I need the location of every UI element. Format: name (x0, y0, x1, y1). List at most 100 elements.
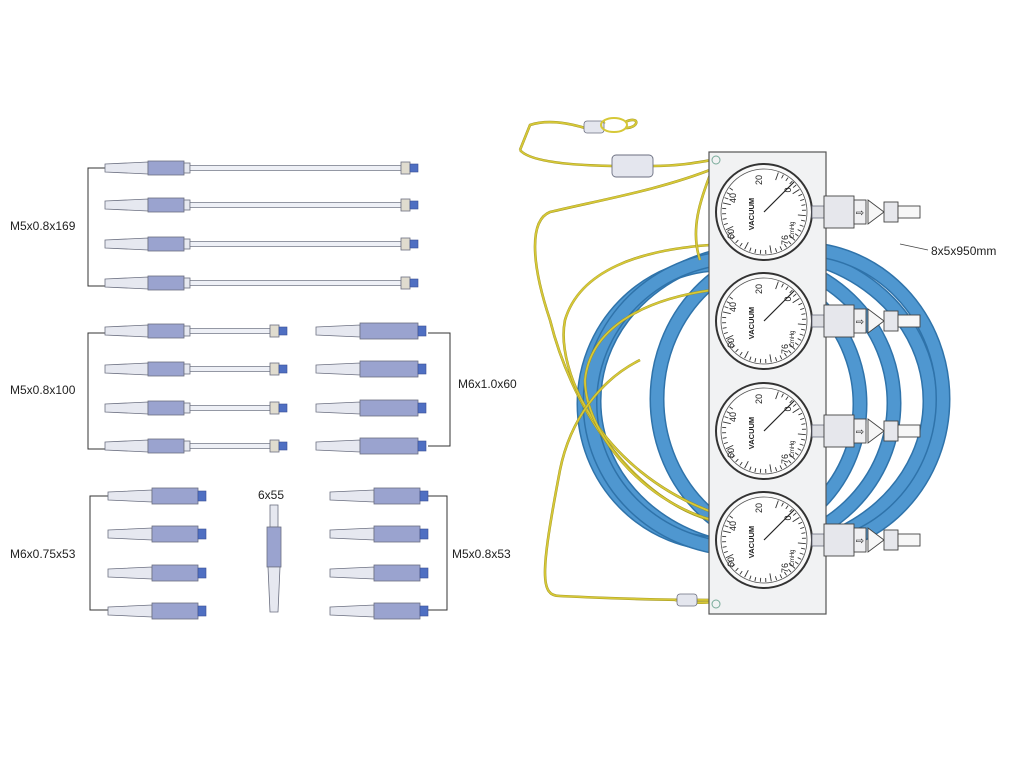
fitting-stem (812, 534, 824, 546)
short-adapter (330, 526, 428, 542)
adapter-tip (108, 490, 152, 502)
adapter-nut (401, 277, 410, 289)
adapter-thread (418, 403, 426, 413)
adapter-nut (270, 325, 279, 337)
short-adapter (316, 361, 426, 377)
adapter-tip (316, 363, 360, 375)
adapter-thread (420, 568, 428, 578)
bracket-line (90, 496, 108, 610)
cord-line-outline (545, 360, 715, 600)
adapter-ring (184, 364, 190, 374)
label-m6x10x60: M6x1.0x60 (458, 377, 517, 391)
short-adapter (108, 526, 206, 542)
adapter-thread (198, 491, 206, 501)
fitting-body (824, 305, 854, 337)
fitting-nozzle (898, 534, 920, 546)
fitting-stem (812, 425, 824, 437)
label-m5x08x53: M5x0.8x53 (452, 547, 511, 561)
adapter-collar (148, 198, 184, 212)
gauge-number: 76 (780, 235, 790, 245)
gauge-number: 20 (754, 394, 764, 404)
adapter-body (152, 603, 198, 619)
adapter-collar (148, 439, 184, 453)
adapter-body (374, 488, 420, 504)
cord-clip (677, 594, 697, 606)
fitting-nut (884, 311, 898, 331)
adapter-tip (330, 528, 374, 540)
adapter-collar (148, 324, 184, 338)
adapter-body (374, 603, 420, 619)
adapter-body (152, 526, 198, 542)
adapter-body (152, 565, 198, 581)
adapter-tip (108, 567, 152, 579)
gauge-unit-label: CmHg (790, 330, 796, 347)
long-adapter (105, 324, 287, 338)
fitting-nozzle (898, 315, 920, 327)
adapter-thread (420, 606, 428, 616)
adapter-body (267, 527, 281, 567)
fitting-nozzle (898, 206, 920, 218)
adapter-tip (105, 440, 148, 452)
adapter-ring (184, 163, 190, 173)
adapter-body (374, 526, 420, 542)
adapter-tube (190, 203, 401, 208)
adapter-tip (105, 277, 148, 289)
gauge-fitting: ⇨ (812, 524, 920, 556)
gauge-unit-label: CmHg (790, 440, 796, 457)
short-adapter (316, 323, 426, 339)
adapter-body (360, 361, 418, 377)
adapter-nut (401, 238, 410, 250)
adapter-tip (330, 490, 374, 502)
short-adapter (108, 603, 206, 619)
gauge-number: 40 (728, 412, 738, 422)
adapter-tube (190, 242, 401, 247)
label-m5x08x100: M5x0.8x100 (10, 383, 75, 397)
adapter-tip (108, 528, 152, 540)
hose-leader-line (900, 244, 928, 250)
bracket-line (88, 168, 105, 286)
long-adapter (105, 161, 418, 175)
gauge-number: 60 (726, 448, 736, 458)
adapter-tip (105, 402, 148, 414)
cord-line (520, 150, 612, 166)
adapter-thread (410, 164, 418, 172)
adapter-tube (190, 406, 270, 411)
adapter-nut (401, 162, 410, 174)
adapter-tip (330, 605, 374, 617)
adapter-tube (190, 281, 401, 286)
short-adapter (330, 603, 428, 619)
adapter-tip (105, 199, 148, 211)
fitting-nut (884, 421, 898, 441)
adapter-body (360, 438, 418, 454)
adapter-tip (316, 402, 360, 414)
short-adapter (330, 565, 428, 581)
short-adapter (316, 400, 426, 416)
cord-loop (601, 118, 627, 132)
fitting-nut (884, 202, 898, 222)
gauge-fitting: ⇨ (812, 196, 920, 228)
gauge-unit-label: CmHg (790, 221, 796, 238)
gauge-number: 20 (754, 284, 764, 294)
adapter-thread (420, 529, 428, 539)
adapter-nut (270, 402, 279, 414)
long-adapter (105, 237, 418, 251)
adapter-nut (401, 199, 410, 211)
fitting-body (824, 196, 854, 228)
cord-line (545, 360, 715, 600)
adapter-ring (184, 239, 190, 249)
fitting-arrow: ⇨ (856, 208, 864, 219)
adapter-thread (418, 326, 426, 336)
adapter-nut (270, 363, 279, 375)
short-adapter (108, 488, 206, 504)
long-adapter (105, 439, 287, 453)
adapter-thread (279, 327, 287, 335)
gauge-number: 60 (726, 338, 736, 348)
gauge-vacuum-label: VACUUM (747, 198, 756, 230)
adapter-tip (316, 440, 360, 452)
adapter-stem-top (270, 505, 278, 527)
short-adapter (316, 438, 426, 454)
adapter-body (152, 488, 198, 504)
adapter-tip (330, 567, 374, 579)
adapter-6x55 (267, 505, 281, 612)
fitting-stem (812, 206, 824, 218)
